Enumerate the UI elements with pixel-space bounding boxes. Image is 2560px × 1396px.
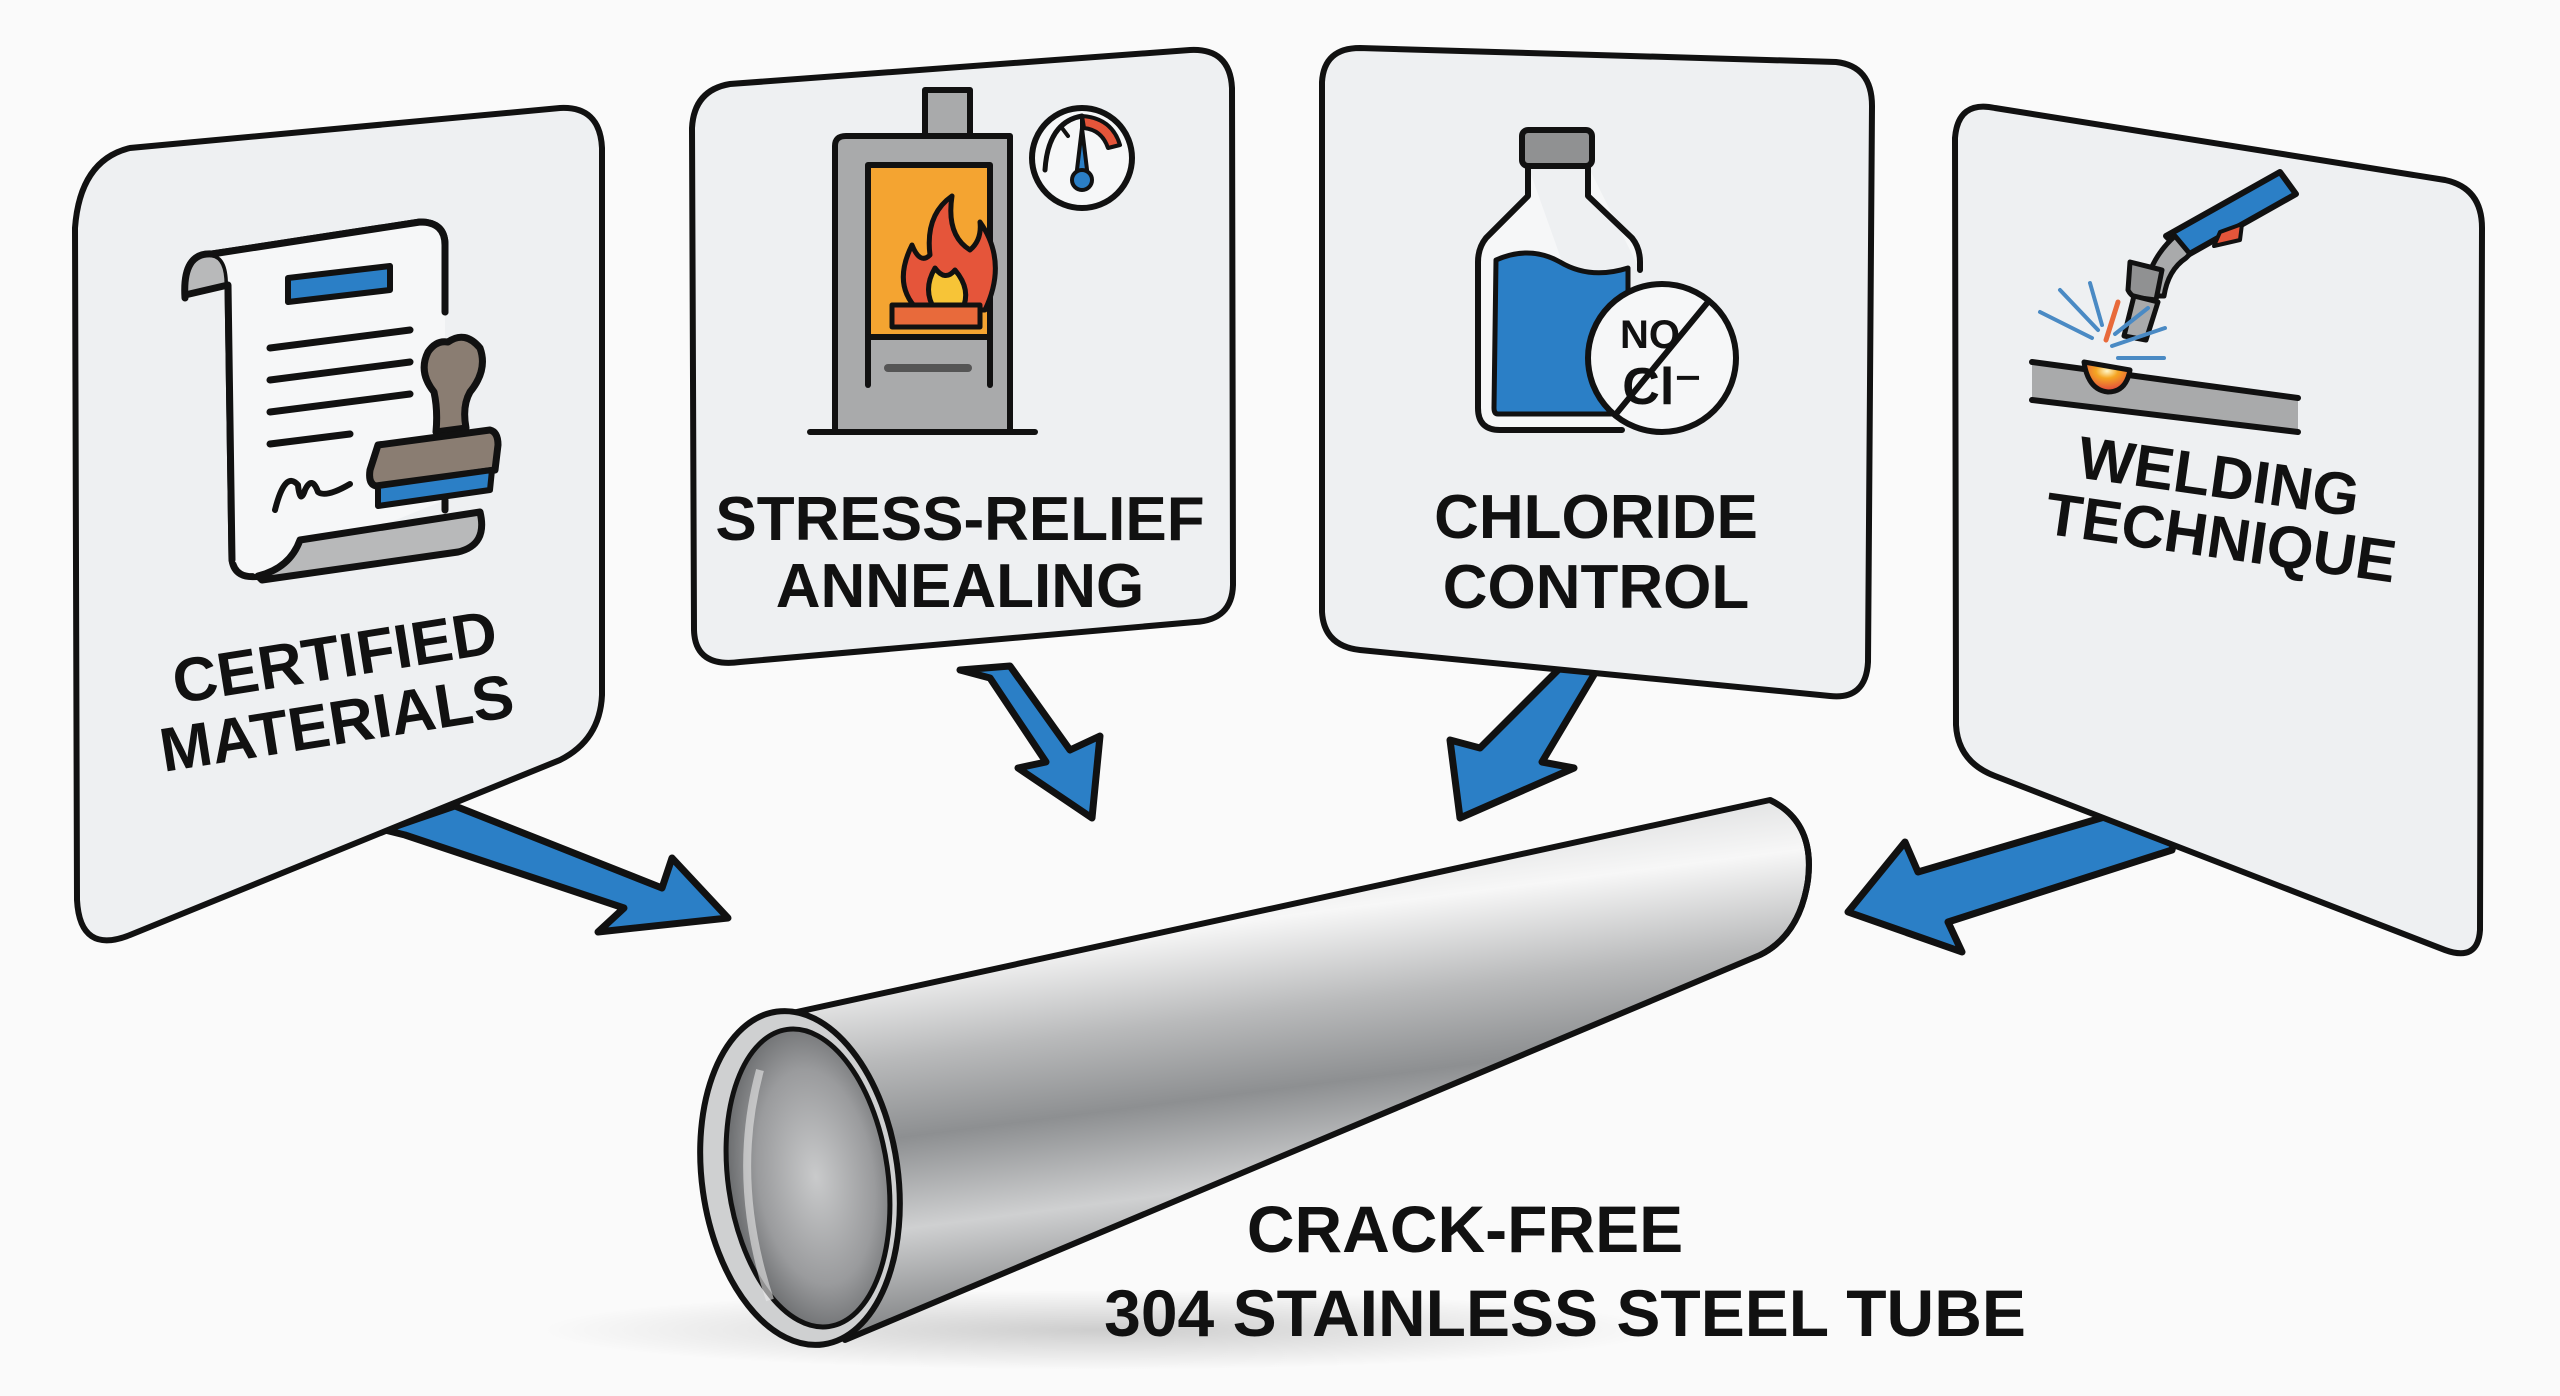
arrow-welding-to-tube [1844, 804, 2184, 956]
arrow-annealing-to-tube [956, 662, 1104, 822]
steel-tube-icon [540, 797, 1812, 1370]
panel-label-line1: STRESS-RELIEF [715, 485, 1204, 554]
panel-certified-materials: CERTIFIED MATERIALS [71, 104, 605, 944]
panel-label-line1: CHLORIDE [1434, 483, 1758, 552]
no-badge-text: NO [1620, 313, 1680, 357]
result-label-line1: CRACK-FREE [1247, 1192, 1683, 1266]
result-label-line2: 304 STAINLESS STEEL TUBE [1104, 1276, 2026, 1350]
panel-label-line2: ANNEALING [776, 552, 1145, 621]
panel-stress-relief-annealing: STRESS-RELIEF ANNEALING [688, 46, 1237, 666]
welding-torch-icon [2029, 169, 2301, 435]
bottle-no-chloride-icon: NO Cl⁻ [1475, 127, 1739, 435]
arrow-chloride-to-tube [1446, 664, 1602, 822]
certificate-stamp-icon [181, 218, 502, 584]
panel-label-line2: CONTROL [1443, 553, 1750, 622]
arrow-certified-to-tube [381, 802, 732, 936]
panel-chloride-control: NO Cl⁻ CHLORIDE CONTROL [1319, 44, 1876, 700]
panel-welding-technique: WELDING TECHNIQUE [1951, 103, 2486, 957]
furnace-gauge-icon [807, 87, 1135, 435]
chloride-ion-text: Cl⁻ [1622, 358, 1701, 416]
